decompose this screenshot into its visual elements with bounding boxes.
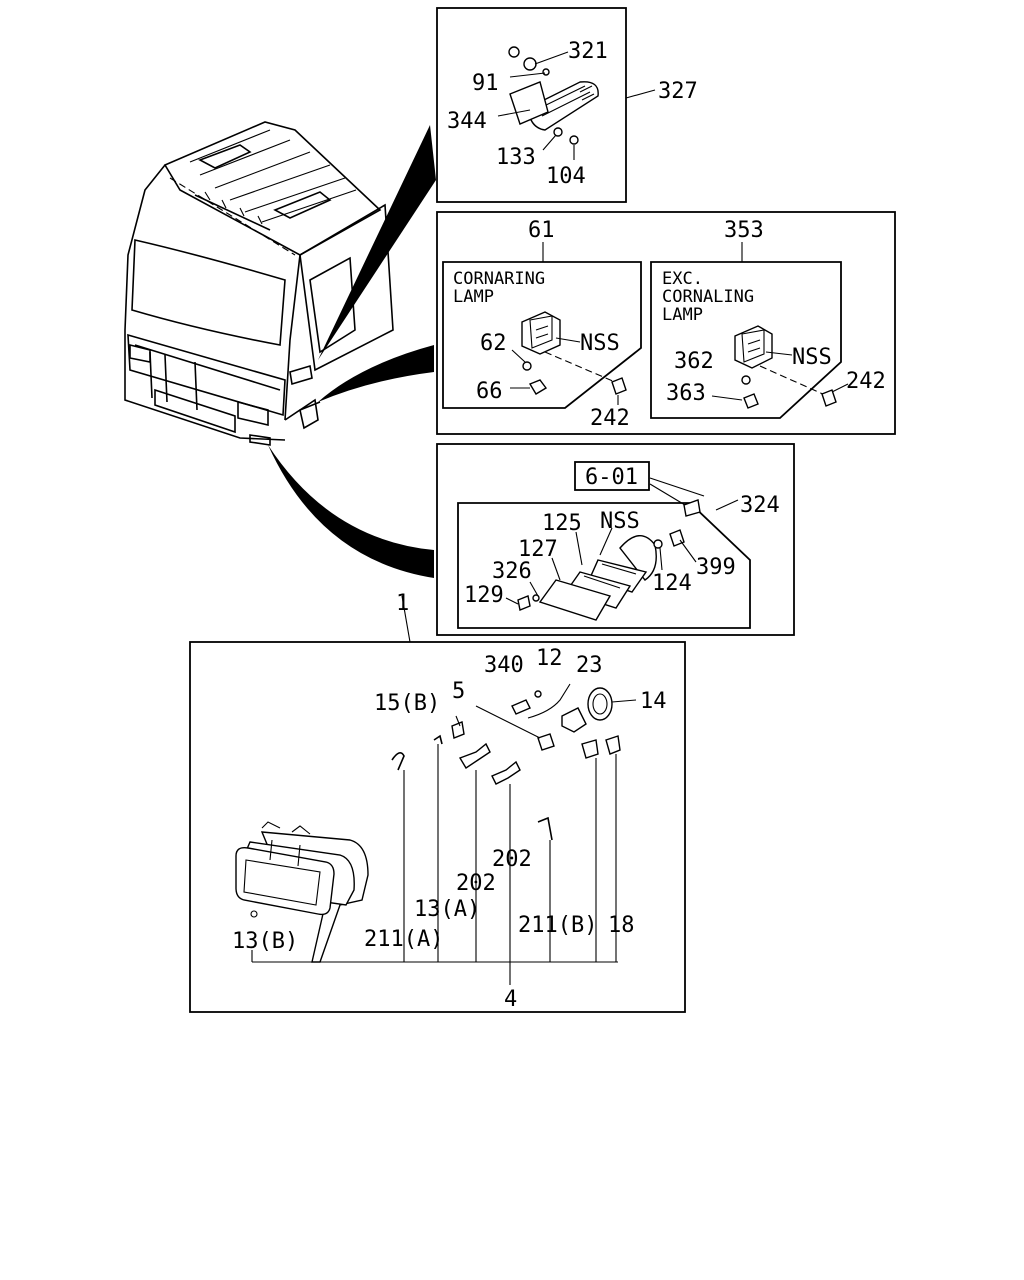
label-242-right: 242 bbox=[846, 369, 886, 394]
left-title-line2: LAMP bbox=[453, 287, 494, 307]
label-18: 18 bbox=[608, 913, 635, 938]
right-title-line2: CORNALING bbox=[662, 287, 754, 307]
label-321: 321 bbox=[568, 39, 608, 64]
label-129: 129 bbox=[464, 583, 504, 608]
label-13a: 13(A) bbox=[414, 897, 480, 922]
label-242-left: 242 bbox=[590, 406, 630, 431]
cornering-lamp-box: 61 CORNARING LAMP 62 NSS 66 242 353 EXC.… bbox=[436, 211, 896, 435]
label-14: 14 bbox=[640, 689, 667, 714]
label-nss-left: NSS bbox=[580, 331, 620, 356]
label-202-upper: 202 bbox=[492, 847, 532, 872]
label-5: 5 bbox=[452, 679, 465, 704]
label-12: 12 bbox=[536, 646, 563, 671]
label-362: 362 bbox=[674, 349, 714, 374]
right-title-line1: EXC. bbox=[662, 269, 703, 289]
headlamp-box: 1 bbox=[189, 591, 686, 1013]
left-title-line1: CORNARING bbox=[453, 269, 545, 289]
label-15b: 15(B) bbox=[374, 691, 440, 716]
label-211a: 211(A) bbox=[364, 927, 443, 952]
label-13b: 13(B) bbox=[232, 929, 298, 954]
label-61: 61 bbox=[528, 218, 555, 243]
ref-box-6-01: 6-01 bbox=[585, 465, 638, 490]
right-title-line3: LAMP bbox=[662, 305, 703, 325]
label-353: 353 bbox=[724, 218, 764, 243]
label-344: 344 bbox=[447, 109, 487, 134]
label-211b: 211(B) bbox=[518, 913, 597, 938]
label-nss-right: NSS bbox=[792, 345, 832, 370]
side-lamp-box: 6-01 324 125 NSS 127 326 399 129 124 bbox=[436, 443, 795, 636]
label-326: 326 bbox=[492, 559, 532, 584]
label-324: 324 bbox=[740, 493, 780, 518]
label-127: 127 bbox=[518, 537, 558, 562]
top-lamp-box: 321 91 344 327 133 104 bbox=[436, 7, 698, 203]
label-363: 363 bbox=[666, 381, 706, 406]
label-66: 66 bbox=[476, 379, 503, 404]
label-104: 104 bbox=[546, 164, 586, 189]
label-340: 340 bbox=[484, 653, 524, 678]
label-1: 1 bbox=[396, 591, 409, 616]
label-4: 4 bbox=[504, 987, 517, 1012]
label-124: 124 bbox=[652, 571, 692, 596]
label-399: 399 bbox=[696, 555, 736, 580]
label-327: 327 bbox=[658, 79, 698, 104]
truck-cab-illustration bbox=[124, 121, 394, 446]
label-nss-side: NSS bbox=[600, 509, 640, 534]
label-125: 125 bbox=[542, 511, 582, 536]
label-202-lower: 202 bbox=[456, 871, 496, 896]
label-23: 23 bbox=[576, 653, 603, 678]
label-62: 62 bbox=[480, 331, 507, 356]
callout-wedges bbox=[268, 125, 436, 578]
label-91: 91 bbox=[472, 71, 499, 96]
label-133: 133 bbox=[496, 145, 536, 170]
